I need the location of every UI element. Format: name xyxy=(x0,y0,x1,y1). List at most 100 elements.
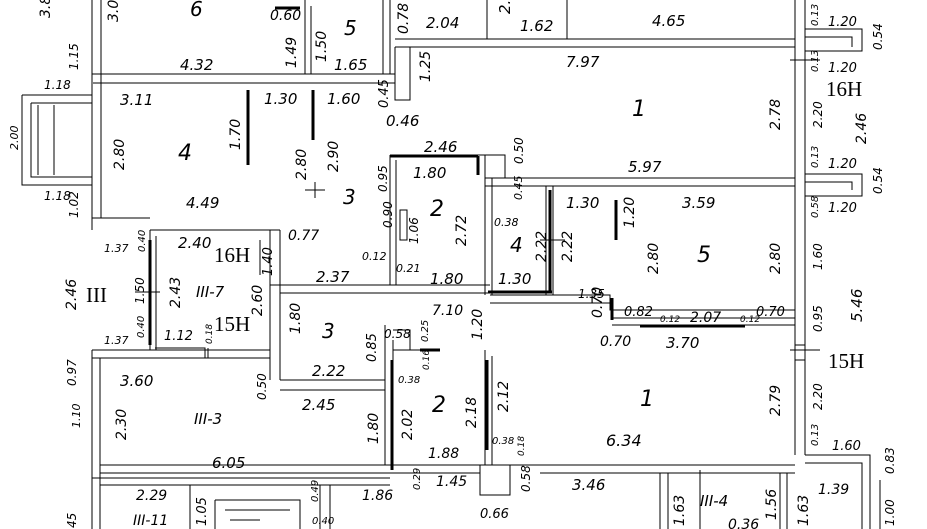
dimension-label: 1.39 xyxy=(818,482,849,498)
dimension-label: 2.29 xyxy=(136,488,167,504)
room-label: 4 xyxy=(178,141,192,166)
wall xyxy=(390,154,506,178)
dimension-label: 1.18 xyxy=(44,189,71,203)
dimension-label: 0.21 xyxy=(396,262,421,275)
dimension-label: 0.60 xyxy=(270,8,301,24)
dimension-label: 0.77 xyxy=(288,228,319,244)
room-label: 1 xyxy=(640,387,654,412)
dimension-label: 1.60 xyxy=(327,90,360,108)
dimension-label: 2.30 xyxy=(114,409,130,440)
dimension-label: 2.60 xyxy=(250,285,266,316)
wall xyxy=(659,473,669,529)
dimension-label: 0.97 xyxy=(65,359,79,386)
dimension-label: 1.63 xyxy=(796,495,812,526)
dimension-label: 1.30 xyxy=(498,270,531,288)
wall xyxy=(269,230,281,380)
apartment-label: 15Н xyxy=(214,312,250,336)
dimension-label: 1.30 xyxy=(264,90,297,108)
dimension-label: 1.88 xyxy=(428,446,459,462)
dimension-label: 1.20 xyxy=(828,15,857,30)
wall xyxy=(805,173,863,197)
dimension-label: 5.97 xyxy=(628,158,662,176)
wall xyxy=(393,329,411,351)
room-label: III-11 xyxy=(133,513,168,529)
dimension-label: 0.12 xyxy=(362,250,387,263)
dimension-label: 0.95 xyxy=(811,305,825,332)
dimension-label: 0.58 xyxy=(519,465,533,492)
dimension-label: 4.65 xyxy=(652,12,685,30)
dimension-label: 0.45 xyxy=(377,79,392,108)
room-label: 5 xyxy=(344,16,357,40)
dimension-label: 0.82 xyxy=(624,305,653,320)
dimension-label: 0.40 xyxy=(137,230,148,252)
dimension-label: 1.80 xyxy=(430,270,463,288)
dimension-label: 1.50 xyxy=(314,31,330,62)
wall xyxy=(280,379,385,391)
dimension-label: 2.18 xyxy=(464,397,480,428)
wall xyxy=(93,73,395,84)
dimension-label: 0.70 xyxy=(600,334,631,350)
room-label: 4 xyxy=(510,233,523,257)
wall xyxy=(395,38,795,48)
wall xyxy=(486,0,568,39)
dimension-label: 0.95 xyxy=(376,165,390,192)
dimension-label: 0.40 xyxy=(136,316,147,338)
dimension-label: 45 xyxy=(65,513,79,528)
room-labels: 6 5 1 4 3 2 4 5 3 2 1 III-7 III-3 III-11… xyxy=(133,0,728,529)
dimension-label: 0.18 xyxy=(517,436,527,456)
dimension-label: 1.37 xyxy=(104,334,129,347)
dimension-label: 2.37 xyxy=(316,268,350,286)
dimension-label: 6.34 xyxy=(606,431,642,450)
wall xyxy=(484,350,493,465)
dimension-label: 2.90 xyxy=(326,141,342,172)
dimension-label: 7.97 xyxy=(566,53,600,71)
room-label: 3 xyxy=(322,319,335,343)
dimension-label: 2.46 xyxy=(64,279,80,310)
dimension-label: 0.54 xyxy=(871,167,885,194)
dimension-label: 1.06 xyxy=(407,217,421,244)
dimension-label: 1.80 xyxy=(288,303,304,334)
dimension-label: 0.36 xyxy=(728,517,759,529)
dimension-label: 0.49 xyxy=(310,480,321,502)
dimension-label: 0.29 xyxy=(412,468,423,490)
wall xyxy=(805,28,863,52)
dimension-label: 1.02 xyxy=(67,191,81,218)
dimension-label: 1.25 xyxy=(418,51,434,82)
dimension-label: 0.45 xyxy=(512,176,525,201)
wall xyxy=(394,47,411,101)
wall xyxy=(479,465,511,496)
dimension-label: 1.37 xyxy=(104,242,129,255)
dimension-label: 0.13 xyxy=(810,4,821,26)
dimension-label: 2.80 xyxy=(646,243,662,274)
dimension-label: 3.59 xyxy=(682,194,715,212)
dimension-label: 0.50 xyxy=(512,137,526,164)
dimension-label: 1.49 xyxy=(284,37,300,68)
room-label: 2 xyxy=(430,197,444,222)
dimension-label: 0.70 xyxy=(756,305,785,320)
room-label: 6 xyxy=(190,0,203,21)
dimension-label: 3.60 xyxy=(120,372,153,390)
dimension-label: 2.78 xyxy=(768,99,784,130)
dimension-label: 2.12 xyxy=(496,381,512,412)
dimension-label: 2.80 xyxy=(112,139,128,170)
dimension-label: 4.32 xyxy=(180,56,213,74)
dimension-label: 1.18 xyxy=(44,78,71,92)
dimension-label: 0.46 xyxy=(386,112,419,130)
dimension-label: 3.70 xyxy=(666,334,699,352)
wall xyxy=(225,509,290,521)
dimension-label: 3.8 xyxy=(38,0,54,18)
dimension-label: 0.18 xyxy=(205,324,215,344)
dimension-label: 1.20 xyxy=(622,197,638,228)
dimension-label: 0.16 xyxy=(422,350,432,370)
dimension-label: 0.58 xyxy=(810,196,821,218)
wall xyxy=(270,284,490,294)
dimension-label: 2.80 xyxy=(294,149,310,180)
dimension-label: 2.20 xyxy=(811,101,825,128)
dimension-label: 6.05 xyxy=(212,454,245,472)
dimension-label: 2.80 xyxy=(768,243,784,274)
room-label: 3 xyxy=(343,185,356,209)
wall xyxy=(91,350,101,529)
dimension-label: 2.46 xyxy=(424,138,457,156)
dimension-label: 1.20 xyxy=(828,61,857,76)
dimension-label: 1.15 xyxy=(67,43,81,70)
